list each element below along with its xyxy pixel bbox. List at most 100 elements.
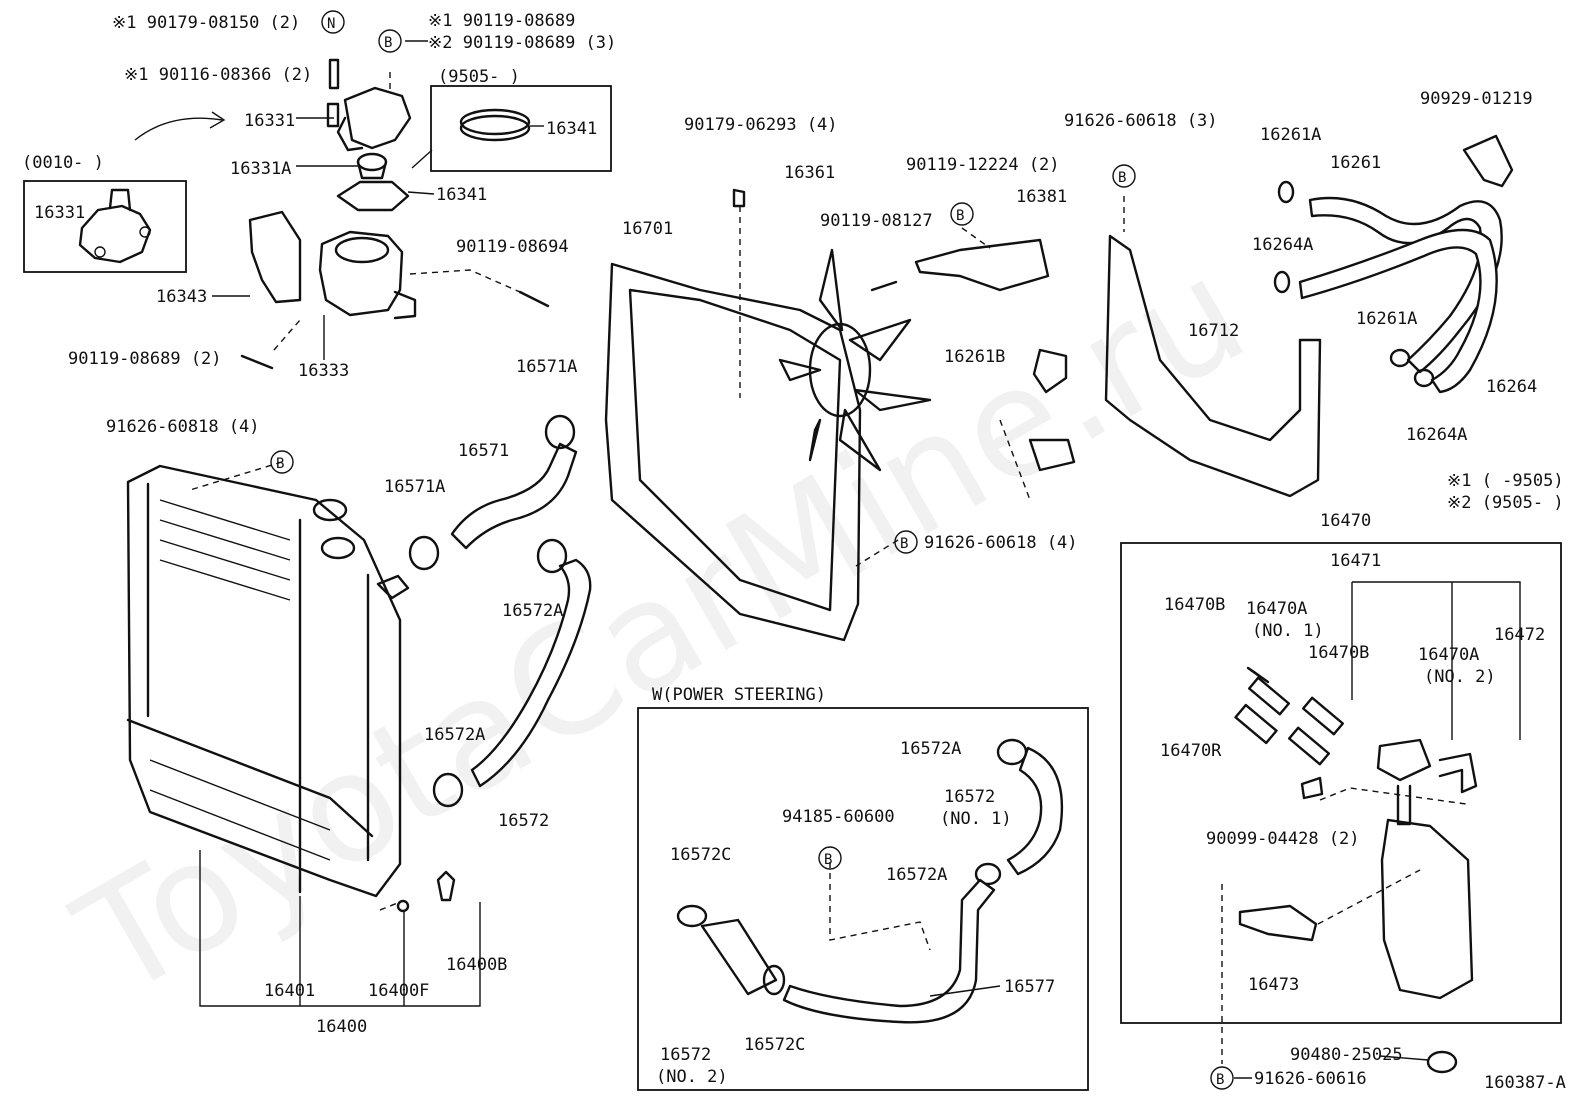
thermostat-housing-inset-part [78,188,152,264]
hose-clamp-16470B [1246,666,1270,684]
label-16333: 16333 [298,361,349,381]
svg-text:B: B [384,35,392,51]
callout-b-7: B [1210,1066,1234,1090]
gasket-16341-inset-top [459,108,531,136]
label-16331A: 16331A [230,159,291,179]
gasket-callout-line [411,149,433,169]
label-16470A-no1: 16470A [1246,599,1307,619]
label-ps-no1: (NO. 1) [940,809,1012,829]
label-16264: 16264 [1486,377,1537,397]
label-16361: 16361 [784,163,835,183]
note-2: ※2 (9505- ) [1447,493,1564,513]
water-outlet-16331 [336,86,412,152]
cooling-fan-16361 [778,248,932,472]
leader [1379,1055,1429,1061]
hose-clamp-16572A-upper [536,538,568,574]
fan-shroud-16712 [1104,234,1322,498]
bolt-90119-08689 [240,354,274,370]
bolt-90119-08127 [870,280,898,292]
label-16701: 16701 [622,219,673,239]
label-90119-12224: 90119-12224 (2) [906,155,1060,175]
hose-16470A-no2 [1301,696,1345,736]
label-ps-no2: (NO. 2) [656,1067,728,1087]
fan-shroud-16701 [604,262,862,642]
reservoir-bracket-16473 [1238,904,1318,942]
label-16400B: 16400B [446,955,507,975]
label-16341: 16341 [436,185,487,205]
label-16261A-upper: 16261A [1260,125,1321,145]
label-90119-08689-c: 90119-08689 (2) [68,349,222,369]
radiator-hose-16571 [450,442,578,550]
leader [855,539,899,567]
housing-gasket-16343 [248,210,302,304]
label-16572A-upper: 16572A [502,601,563,621]
radiator-bracket-lines [199,850,481,1007]
bolt-90119-08694 [518,290,550,308]
radiator-16400 [126,464,402,898]
label-no2: (NO. 2) [1424,667,1496,687]
hose-16572-no2 [700,918,778,996]
hose-piece [1028,438,1076,472]
hose-16470R [1234,703,1278,745]
water-inlet-16333 [318,230,417,320]
label-16470: 16470 [1320,511,1371,531]
hose-16470A-extra [1287,726,1331,766]
label-16261: 16261 [1330,153,1381,173]
bolt-stud [326,58,340,128]
reservoir-cap-valve [1376,738,1432,782]
label-90929-01219: 90929-01219 [1420,89,1533,109]
label-16331: 16331 [244,111,295,131]
clamp-16572C-lower [762,964,786,996]
label-90179-06293: 90179-06293 (4) [684,115,838,135]
inset-arrowhead [209,111,226,129]
pipe-16577 [782,878,996,1024]
label-90119-08689-b: ※2 90119-08689 (3) [428,33,616,53]
label-90179-08150: ※1 90179-08150 (2) [112,13,300,33]
gasket-16341 [336,180,410,212]
label-16473: 16473 [1248,975,1299,995]
callout-n: N [321,10,345,34]
clamp-16264A-lower [1413,368,1435,388]
label-16571: 16571 [458,441,509,461]
svg-text:B: B [824,852,832,868]
radiator-hose-16572 [470,558,592,788]
note-1: ※1 ( -9505) [1447,471,1564,491]
label-16472: 16472 [1494,625,1545,645]
label-16343: 16343 [156,287,207,307]
hose-clamp-16572A-lower [432,772,464,808]
nut-90179-06293 [732,188,746,208]
label-91626-60618-b: 91626-60618 (3) [1064,111,1218,131]
leader [1319,787,1467,805]
hose-clamp-16571A-upper [544,414,576,450]
gasket-16341-inset [459,114,531,142]
leader [961,227,991,249]
leader [407,191,435,195]
label-16572A-ps-lower: 16572A [886,865,947,885]
svg-text:B: B [1216,1072,1224,1088]
label-16470B-a: 16470B [1164,595,1225,615]
heater-hose-16264 [1298,228,1498,394]
label-16401: 16401 [264,981,315,1001]
reservoir-tank [1380,818,1474,1000]
label-16400: 16400 [316,1017,367,1037]
clamp-16572C-upper [676,904,708,928]
inset-arrow [134,117,223,141]
label-16470B-b: 16470B [1308,643,1369,663]
clamp-16572A-lower [974,862,1002,886]
clamp-16261A-upper [1277,180,1295,204]
label-16264A-upper: 16264A [1252,235,1313,255]
reservoir-bracket-lines [1351,581,1521,740]
label-90480-25025: 90480-25025 [1290,1045,1403,1065]
label-16571A-upper: 16571A [516,357,577,377]
label-no1: (NO. 1) [1252,621,1324,641]
cap-90480-25025 [1426,1050,1458,1074]
label-91626-60616: 91626-60616 [1254,1069,1367,1089]
bracket-16381 [914,238,1050,292]
label-90119-08689-a: ※1 90119-08689 [428,11,575,31]
label-16572C-lower: 16572C [744,1035,805,1055]
label-16571A-lower: 16571A [384,477,445,497]
leader [273,319,301,351]
label-16572-ps-no2: 16572 [660,1045,711,1065]
